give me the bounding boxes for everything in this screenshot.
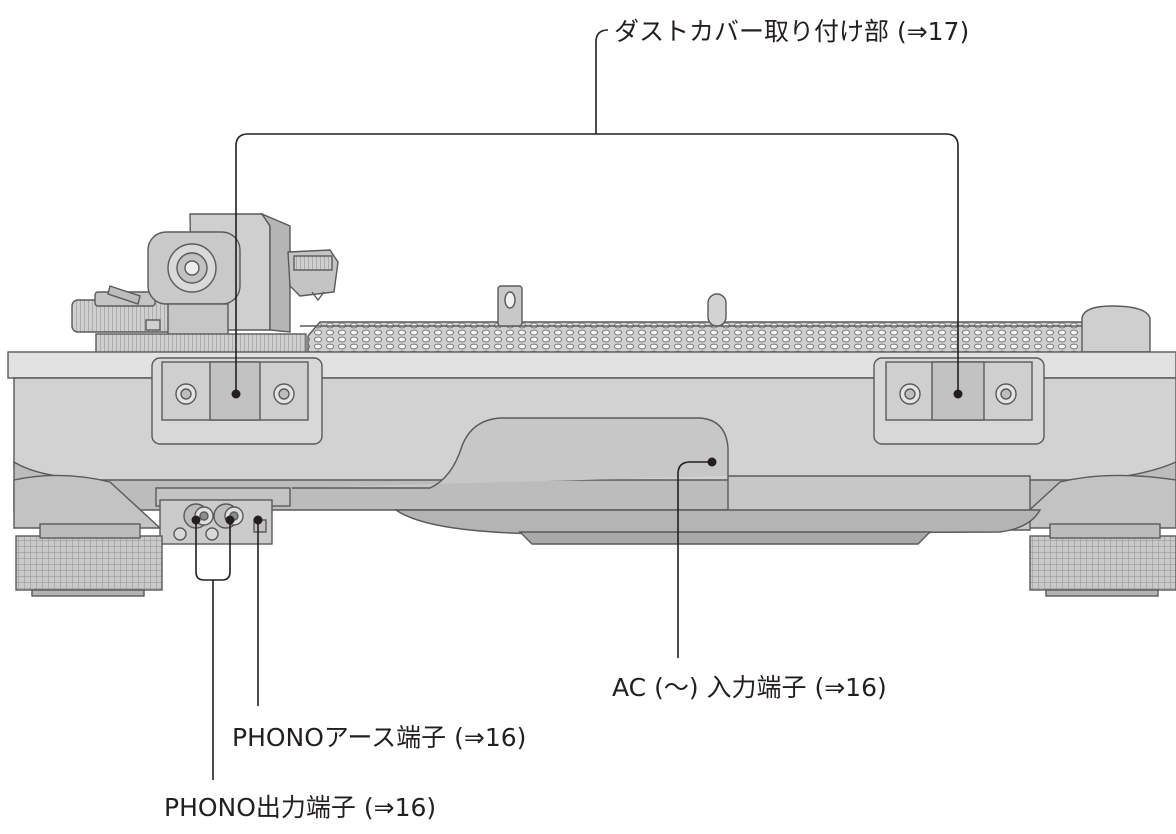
- foot-right: [1029, 523, 1176, 597]
- dot-ac-inlet: [707, 457, 717, 467]
- label-phono-ground: PHONOアース端子 (⇒16): [232, 723, 526, 752]
- tonearm-assembly: [71, 212, 339, 357]
- label-dust-cover-mount: ダストカバー取り付け部 (⇒17): [614, 17, 969, 46]
- dot-phono-ground: [253, 515, 263, 525]
- platter-pins: [497, 285, 727, 327]
- label-phono-output: PHONO出力端子 (⇒16): [164, 793, 436, 822]
- foot-left: [15, 523, 163, 597]
- phono-terminal-panel: [155, 487, 291, 545]
- callout-phono-ground: PHONOアース端子 (⇒16): [232, 515, 526, 752]
- dust-cover-mount-left: [151, 357, 323, 445]
- label-ac-inlet: AC (〜) 入力端子 (⇒16): [612, 673, 887, 702]
- platter-strobe-ring: [300, 321, 1147, 357]
- callout-dust-cover-mount: ダストカバー取り付け部 (⇒17): [231, 17, 969, 399]
- callout-ac-inlet: AC (〜) 入力端子 (⇒16): [612, 457, 887, 702]
- dust-cover-mount-right: [873, 357, 1045, 445]
- dot-phono-output-r: [225, 515, 235, 525]
- dot-dust-cover-right: [953, 389, 963, 399]
- dot-phono-output-l: [191, 515, 201, 525]
- central-housing: [292, 417, 1042, 545]
- dot-dust-cover-left: [231, 389, 241, 399]
- rear-right-knob: [1081, 305, 1151, 353]
- callout-phono-output: PHONO出力端子 (⇒16): [164, 515, 436, 822]
